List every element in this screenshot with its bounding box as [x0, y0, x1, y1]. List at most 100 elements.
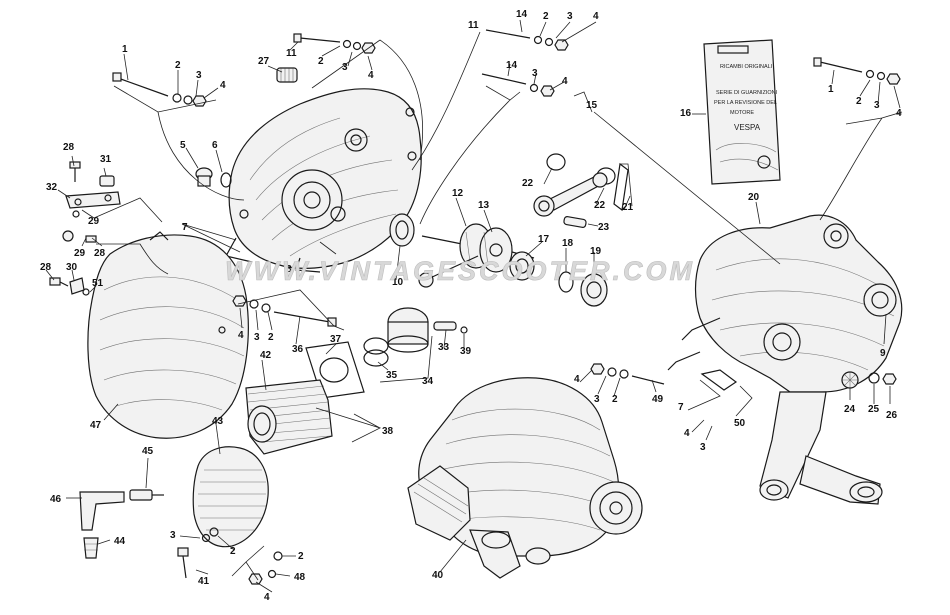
callout-c4g: 4 — [264, 592, 270, 603]
callout-c13: 13 — [478, 200, 490, 211]
bolt-set-36 — [232, 295, 337, 327]
callout-c4b: 4 — [368, 70, 374, 81]
bolt-set-41 — [177, 527, 219, 579]
callout-c50: 50 — [734, 418, 746, 429]
conrod-assembly-22 — [533, 153, 629, 217]
callout-c1a: 1 — [122, 44, 128, 55]
crankcase-right-half-20 — [667, 214, 903, 505]
callout-c4i: 4 — [684, 428, 690, 439]
callout-c3h: 3 — [594, 394, 600, 405]
bolt-set-49 — [590, 363, 665, 385]
callout-c24: 24 — [844, 404, 856, 415]
callout-c2g: 2 — [298, 551, 304, 562]
gasket-pack-line-5: VESPA — [734, 123, 761, 132]
callout-c6: 6 — [212, 140, 218, 151]
cylinder-cowling-47 — [87, 231, 249, 439]
callout-c39: 39 — [460, 346, 472, 357]
callout-c26: 26 — [886, 410, 898, 421]
callout-c14a: 14 — [516, 9, 528, 20]
callout-c3f: 3 — [254, 332, 260, 343]
callout-c31: 31 — [100, 154, 112, 165]
callout-c30: 30 — [66, 262, 78, 273]
piston-and-rings — [363, 307, 468, 367]
callout-c3a: 3 — [196, 70, 202, 81]
gasket-pack-line-1: RICAMBI ORIGINALI — [720, 64, 773, 70]
stud-set-14-lower — [481, 73, 555, 97]
callout-c2f: 2 — [230, 546, 236, 557]
callout-c2d: 2 — [856, 96, 862, 107]
bolt-set-11 — [293, 33, 376, 54]
callout-c40: 40 — [432, 570, 444, 581]
callout-c4c: 4 — [593, 11, 599, 22]
callout-c12: 12 — [452, 188, 464, 199]
callout-c47: 47 — [90, 420, 102, 431]
callout-c20: 20 — [748, 192, 760, 203]
callout-c3d: 3 — [532, 68, 538, 79]
callout-c14b: 14 — [506, 60, 518, 71]
callout-c37: 37 — [330, 334, 342, 345]
callout-c3i: 3 — [700, 442, 706, 453]
callout-c45: 45 — [142, 446, 154, 457]
callout-c7a: 7 — [182, 222, 188, 233]
gasket-pack-line-3: PER LA REVISIONE DEL — [714, 100, 777, 106]
clip-31 — [99, 175, 115, 187]
callout-c10: 10 — [392, 277, 404, 288]
callout-c38: 38 — [382, 426, 394, 437]
small-parts-28-29 — [49, 210, 97, 296]
callout-c28b: 28 — [94, 248, 106, 259]
callout-c42: 42 — [260, 350, 272, 361]
callout-c3e: 3 — [874, 100, 880, 111]
callout-c46: 46 — [50, 494, 62, 505]
crankcase-bolt-set-left — [112, 72, 207, 107]
callout-c22a: 22 — [522, 178, 534, 189]
callout-c3c: 3 — [567, 11, 573, 22]
plug-5 — [195, 167, 213, 187]
callout-c48: 48 — [294, 572, 306, 583]
callout-c22b: 22 — [594, 200, 606, 211]
callout-c3b: 3 — [342, 62, 348, 73]
stud-set-14-upper — [485, 29, 569, 51]
callout-c51: 51 — [92, 278, 104, 289]
callout-c2b: 2 — [318, 56, 324, 67]
callout-c43: 43 — [212, 416, 224, 427]
callout-c16: 16 — [680, 108, 692, 119]
callout-c8: 8 — [286, 264, 292, 275]
callout-c5: 5 — [180, 140, 186, 151]
gasket-pack-line-4: MOTORE — [730, 110, 754, 116]
callout-c11b: 11 — [468, 20, 479, 31]
callout-c49: 49 — [652, 394, 664, 405]
gasket-pack-16: RICAMBI ORIGINALI SERIE DI GUARNIZIONI P… — [703, 39, 781, 185]
crankshaft-12 — [421, 223, 535, 273]
callout-c4f: 4 — [238, 330, 244, 341]
bracket-32 — [65, 191, 121, 209]
bearings-17-19 — [509, 251, 608, 307]
bolt-set-right — [813, 57, 901, 85]
connecting-rod-13 — [418, 255, 479, 288]
callout-c23: 23 — [598, 222, 610, 233]
callout-c1b: 1 — [828, 84, 834, 95]
callout-c41: 41 — [198, 576, 210, 587]
callout-c21: 21 — [622, 202, 634, 213]
callout-c19: 19 — [590, 246, 602, 257]
plug-cap-46 — [79, 491, 125, 531]
callout-c4a: 4 — [220, 80, 226, 91]
callout-c17: 17 — [538, 234, 550, 245]
callout-c35: 35 — [386, 370, 398, 381]
spark-plug-45 — [129, 489, 164, 501]
callout-c29a: 29 — [88, 216, 100, 227]
callout-c3g: 3 — [170, 530, 176, 541]
leader-lines — [45, 19, 903, 593]
crankcase-left-half — [225, 88, 422, 273]
bushing-27 — [276, 67, 298, 83]
callout-c32: 32 — [46, 182, 58, 193]
screw-28-top — [69, 161, 81, 182]
callout-c15: 15 — [586, 100, 598, 111]
callout-c7b: 7 — [678, 402, 684, 413]
callout-c2c: 2 — [543, 11, 549, 22]
washer-6 — [220, 172, 232, 188]
plug-44 — [83, 537, 99, 559]
cylinder-42 — [245, 379, 333, 455]
callout-c4e: 4 — [896, 108, 902, 119]
